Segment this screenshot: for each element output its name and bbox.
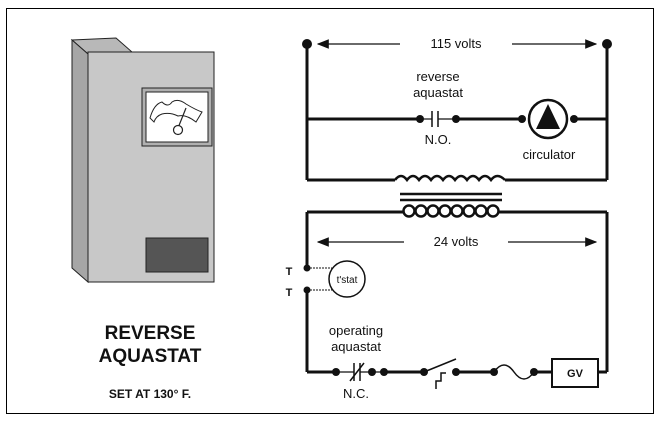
transformer-symbol <box>394 174 506 218</box>
fuse-symbol <box>490 364 538 380</box>
operating-state-label: N.C. <box>343 386 369 401</box>
operating-aquastat-switch <box>332 362 388 382</box>
device-title-line1: REVERSE <box>105 323 196 344</box>
thermostat-symbol <box>303 260 366 298</box>
device-setting: SET AT 130° F. <box>109 387 191 401</box>
circulator-pump-symbol <box>518 98 578 140</box>
operating-label-line2: aquastat <box>331 339 381 354</box>
dial-needle <box>177 107 187 129</box>
terminal-t2-label: T <box>286 287 293 299</box>
line-terminal-left <box>302 39 312 49</box>
switch-state-label: N.O. <box>425 132 452 147</box>
switch-label-line1: reverse <box>416 69 459 84</box>
reverse-aquastat-switch <box>416 111 460 127</box>
aquastat-device-illustration <box>70 37 215 284</box>
line-circuit <box>305 44 609 182</box>
gas-valve-label: GV <box>567 368 584 380</box>
line-terminal-right <box>602 39 612 49</box>
device-vent <box>145 237 209 273</box>
voltage-label-115: 115 volts <box>430 36 482 51</box>
figure-border <box>6 8 654 414</box>
operating-label-line1: operating <box>329 323 383 338</box>
gas-valve-box <box>551 358 599 388</box>
device-side <box>71 38 89 284</box>
terminal-t1-label: T <box>286 266 293 278</box>
device-title-line2: AQUASTAT <box>99 346 202 367</box>
control-circuit <box>305 210 609 374</box>
thermostat-label: t'stat <box>337 275 358 286</box>
dial-scale <box>149 99 203 123</box>
pump-label: circulator <box>523 147 576 162</box>
dial-knob <box>172 124 184 136</box>
switch-label-line2: aquastat <box>413 85 463 100</box>
voltage-label-24: 24 volts <box>434 234 479 249</box>
limit-switch-symbol <box>420 358 460 389</box>
